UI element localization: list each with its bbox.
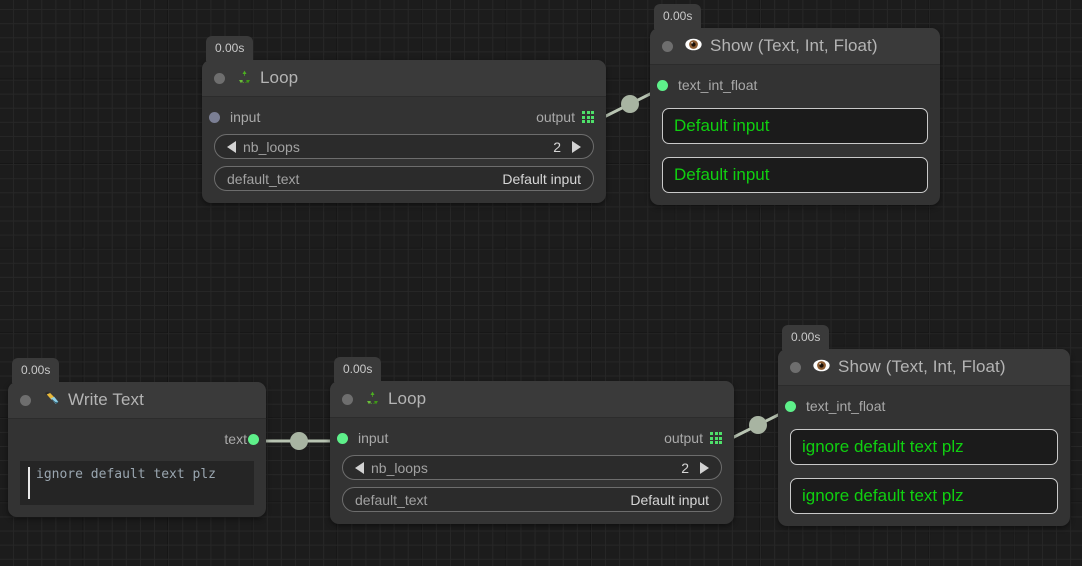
input-port-dot[interactable] [657, 79, 668, 91]
edge-handle-1[interactable] [621, 95, 639, 113]
time-badge: 0.00s [654, 4, 702, 29]
widget-default-text[interactable]: default_text Default input [342, 487, 722, 512]
decrement-arrow-icon[interactable] [355, 461, 364, 474]
output-port-label: text [224, 431, 247, 447]
input-port-dot[interactable] [209, 111, 220, 123]
node-body: text_int_float ignore default text plz i… [778, 386, 1070, 526]
node-body: text_int_float Default input Default inp… [650, 65, 940, 205]
port-row-io: input output [337, 428, 722, 448]
status-dot[interactable] [20, 394, 31, 406]
node-loop-bottom[interactable]: 0.00s Loop input output nb [330, 357, 734, 524]
node-title: Show (Text, Int, Float) [710, 36, 878, 55]
widget-default-text[interactable]: default_text Default input [214, 166, 594, 191]
display-box: ignore default text plz [790, 429, 1058, 465]
input-port-label: text_int_float [806, 398, 886, 414]
display-box: Default input [662, 108, 928, 144]
eye-icon-svg [813, 359, 830, 372]
eye-icon [685, 38, 702, 54]
widget-name: nb_loops [371, 459, 428, 476]
pen-nib-icon [43, 391, 60, 409]
node-loop-top[interactable]: 0.00s Loop input output nb [202, 36, 606, 203]
time-badge: 0.00s [12, 358, 60, 383]
status-dot[interactable] [342, 393, 353, 405]
recycle-icon-svg [367, 391, 378, 405]
widget-value[interactable]: 2 [681, 459, 689, 476]
port-row-output: text [20, 429, 259, 449]
input-port-dot[interactable] [337, 432, 348, 444]
widget-name: nb_loops [243, 138, 300, 155]
output-port-label: output [664, 430, 703, 446]
node-write-text[interactable]: 0.00s Write Text text [8, 358, 266, 517]
text-input-value[interactable]: ignore default text plz [36, 467, 217, 482]
text-caret [28, 467, 30, 499]
widget-nb-loops[interactable]: nb_loops 2 [342, 455, 722, 480]
port-row-input: text_int_float [657, 75, 928, 95]
node-header[interactable]: Loop [330, 381, 734, 418]
node-title: Show (Text, Int, Float) [838, 357, 1006, 376]
time-badge: 0.00s [334, 357, 382, 382]
node-body: text ignore default text plz [8, 419, 266, 517]
node-title: Write Text [68, 390, 144, 409]
port-row-input: text_int_float [785, 396, 1058, 416]
input-port-label: text_int_float [678, 77, 758, 93]
output-port-grid-icon[interactable] [710, 432, 722, 444]
node-show-bottom[interactable]: 0.00s Show (Text, Int, Float) text_int_f… [778, 325, 1070, 526]
node-header[interactable]: Show (Text, Int, Float) [650, 28, 940, 65]
time-badge: 0.00s [782, 325, 830, 350]
status-dot[interactable] [214, 72, 225, 84]
edge-handle-2[interactable] [290, 432, 308, 450]
status-dot[interactable] [662, 40, 673, 52]
time-badge: 0.00s [206, 36, 254, 61]
display-box: ignore default text plz [790, 478, 1058, 514]
widget-name: default_text [355, 491, 428, 508]
node-header[interactable]: Write Text [8, 382, 266, 419]
widget-nb-loops[interactable]: nb_loops 2 [214, 134, 594, 159]
recycle-icon [237, 69, 252, 87]
output-port-grid-icon[interactable] [582, 111, 594, 123]
input-port-label: input [230, 109, 261, 125]
node-header[interactable]: Loop [202, 60, 606, 97]
node-show-top[interactable]: 0.00s Show (Text, Int, Float) text_int_f… [650, 4, 940, 205]
status-dot[interactable] [790, 361, 801, 373]
input-port-dot[interactable] [785, 400, 796, 412]
edge-handle-3[interactable] [749, 416, 767, 434]
eye-icon-svg [685, 38, 702, 51]
widget-name: default_text [227, 170, 300, 187]
recycle-icon [365, 390, 380, 408]
recycle-icon-svg [239, 70, 250, 84]
widget-value[interactable]: Default input [630, 491, 709, 508]
widget-value[interactable]: Default input [502, 170, 581, 187]
decrement-arrow-icon[interactable] [227, 140, 236, 153]
text-input-area[interactable]: ignore default text plz [20, 461, 254, 505]
output-port-dot[interactable] [248, 433, 259, 445]
node-title: Loop [388, 389, 427, 408]
node-body: input output nb_loops 2 default_text Def… [330, 418, 734, 524]
output-port-label: output [536, 109, 575, 125]
input-port-label: input [358, 430, 389, 446]
eye-icon [813, 359, 830, 375]
port-row-io: input output [209, 107, 594, 127]
node-header[interactable]: Show (Text, Int, Float) [778, 349, 1070, 386]
node-body: input output nb_loops 2 default_text Def… [202, 97, 606, 203]
increment-arrow-icon[interactable] [700, 461, 709, 474]
pen-nib-icon-svg [44, 391, 59, 404]
increment-arrow-icon[interactable] [572, 140, 581, 153]
widget-value[interactable]: 2 [553, 138, 561, 155]
display-box: Default input [662, 157, 928, 193]
node-title: Loop [260, 68, 299, 87]
